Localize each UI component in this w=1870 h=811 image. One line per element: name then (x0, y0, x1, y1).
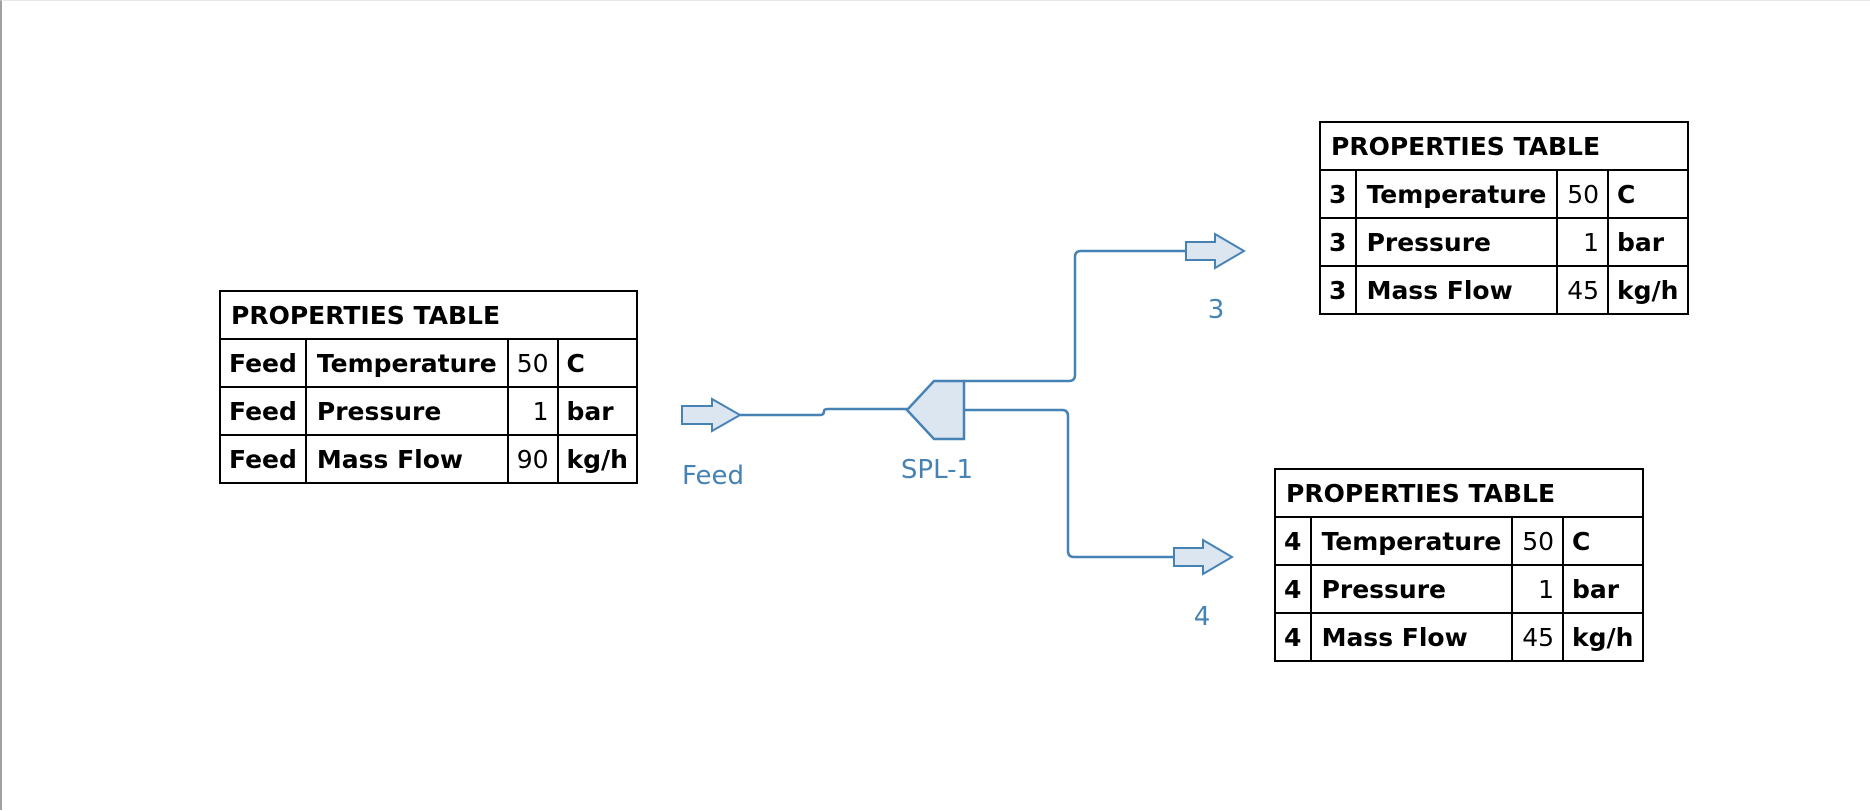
value-cell: 90 (506, 434, 559, 484)
stream-3-label: 3 (1208, 295, 1225, 325)
unit-cell: C (1607, 169, 1689, 219)
table-title: PROPERTIES TABLE (219, 290, 638, 340)
table-row: 4 Mass Flow 45 kg/h (1274, 612, 1644, 662)
stream-cell: 4 (1274, 564, 1312, 614)
table-row: 3 Mass Flow 45 kg/h (1319, 265, 1689, 315)
feed-stream-arrow-icon[interactable] (681, 397, 743, 433)
unit-cell: kg/h (556, 434, 638, 484)
splitter-label: SPL-1 (901, 455, 973, 485)
property-cell: Mass Flow (304, 434, 509, 484)
value-cell: 50 (506, 338, 559, 388)
stream-cell: Feed (219, 386, 307, 436)
value-cell: 50 (1511, 516, 1565, 566)
property-cell: Mass Flow (1354, 265, 1559, 315)
stream-cell: 4 (1274, 612, 1312, 662)
stream-cell: 3 (1319, 217, 1357, 267)
unit-cell: bar (556, 386, 638, 436)
stream-3-arrow-icon[interactable] (1185, 232, 1246, 270)
value-cell: 1 (506, 386, 559, 436)
property-cell: Temperature (304, 338, 509, 388)
stream-3-line[interactable] (964, 249, 1186, 383)
splitter-icon[interactable] (905, 379, 966, 441)
table-row: Feed Pressure 1 bar (219, 386, 638, 436)
property-cell: Pressure (1354, 217, 1559, 267)
table-title: PROPERTIES TABLE (1319, 121, 1689, 171)
feed-stream-line[interactable] (740, 407, 907, 417)
property-cell: Pressure (304, 386, 509, 436)
table-row: 4 Temperature 50 C (1274, 516, 1644, 566)
value-cell: 45 (1511, 612, 1565, 662)
value-cell: 1 (1556, 217, 1610, 267)
value-cell: 45 (1556, 265, 1610, 315)
stream-cell: 4 (1274, 516, 1312, 566)
property-cell: Temperature (1309, 516, 1514, 566)
properties-table-stream-3: PROPERTIES TABLE 3 Temperature 50 C 3 Pr… (1319, 121, 1689, 315)
unit-cell: kg/h (1607, 265, 1689, 315)
property-cell: Temperature (1354, 169, 1559, 219)
table-title: PROPERTIES TABLE (1274, 468, 1644, 518)
stream-4-arrow-icon[interactable] (1173, 538, 1234, 576)
stream-cell: Feed (219, 434, 307, 484)
properties-table-stream-4: PROPERTIES TABLE 4 Temperature 50 C 4 Pr… (1274, 468, 1644, 662)
properties-table-feed: PROPERTIES TABLE Feed Temperature 50 C F… (219, 290, 638, 484)
stream-cell: Feed (219, 338, 307, 388)
property-cell: Mass Flow (1309, 612, 1514, 662)
unit-cell: C (556, 338, 638, 388)
stream-cell: 3 (1319, 265, 1357, 315)
table-row: Feed Mass Flow 90 kg/h (219, 434, 638, 484)
stream-cell: 3 (1319, 169, 1357, 219)
table-row: 3 Temperature 50 C (1319, 169, 1689, 219)
unit-cell: bar (1607, 217, 1689, 267)
unit-cell: C (1562, 516, 1644, 566)
feed-stream-label: Feed (682, 461, 744, 491)
stream-4-label: 4 (1194, 602, 1211, 632)
unit-cell: bar (1562, 564, 1644, 614)
table-row: 4 Pressure 1 bar (1274, 564, 1644, 614)
value-cell: 50 (1556, 169, 1610, 219)
value-cell: 1 (1511, 564, 1565, 614)
table-row: 3 Pressure 1 bar (1319, 217, 1689, 267)
stream-4-line[interactable] (964, 408, 1174, 559)
unit-cell: kg/h (1562, 612, 1644, 662)
property-cell: Pressure (1309, 564, 1514, 614)
table-row: Feed Temperature 50 C (219, 338, 638, 388)
